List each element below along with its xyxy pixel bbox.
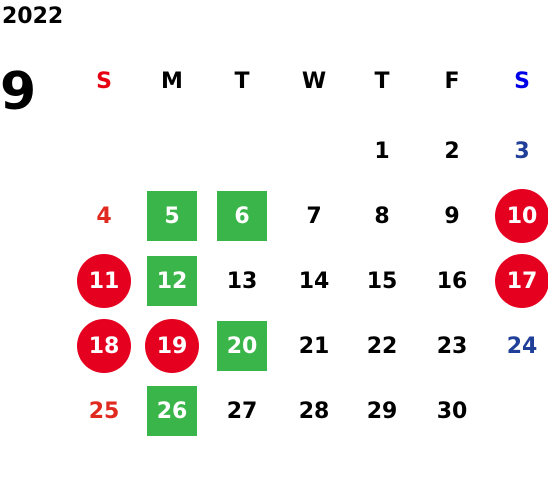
year-label: 2022	[2, 4, 64, 29]
day-number: 28	[298, 398, 330, 424]
day-number: 23	[436, 333, 468, 359]
day-number: 2	[444, 138, 460, 164]
month-label: 9	[0, 62, 37, 122]
day-number: 24	[506, 333, 538, 359]
day-cell-7: 7	[284, 191, 344, 241]
day-number: 7	[306, 203, 322, 229]
day-cell-8: 8	[352, 191, 412, 241]
day-cell-22: 22	[352, 321, 412, 371]
day-cell-14: 14	[284, 256, 344, 306]
weekday-label: F	[444, 68, 460, 94]
day-cell-13: 13	[212, 256, 272, 306]
day-number: 21	[298, 333, 330, 359]
day-cell-21: 21	[284, 321, 344, 371]
day-cell-2: 2	[422, 126, 482, 176]
green-marked-day: 20	[217, 321, 267, 371]
red-marked-day: 11	[77, 254, 131, 308]
day-cell-9: 9	[422, 191, 482, 241]
day-cell-19: 19	[142, 319, 202, 373]
day-cell-17: 17	[492, 254, 548, 308]
day-cell-4: 4	[74, 191, 134, 241]
day-cell-26: 26	[142, 386, 202, 436]
day-cell-30: 30	[422, 386, 482, 436]
weekday-label: M	[161, 68, 183, 94]
day-cell-10: 10	[492, 189, 548, 243]
green-marked-day: 12	[147, 256, 197, 306]
day-number: 25	[88, 398, 120, 424]
empty-cell	[284, 126, 344, 176]
day-number: 22	[366, 333, 398, 359]
red-marked-day: 19	[145, 319, 199, 373]
day-cell-27: 27	[212, 386, 272, 436]
day-number: 27	[226, 398, 258, 424]
day-cell-3: 3	[492, 126, 548, 176]
weekday-label: S	[96, 68, 112, 94]
day-cell-6: 6	[212, 191, 272, 241]
day-number: 8	[374, 203, 390, 229]
day-cell-18: 18	[74, 319, 134, 373]
day-number: 16	[436, 268, 468, 294]
weekday-label: T	[374, 68, 390, 94]
day-cell-23: 23	[422, 321, 482, 371]
day-cell-25: 25	[74, 386, 134, 436]
empty-cell	[142, 126, 202, 176]
empty-cell	[212, 126, 272, 176]
red-marked-day: 17	[495, 254, 548, 308]
empty-cell	[492, 386, 548, 436]
green-marked-day: 6	[217, 191, 267, 241]
day-cell-29: 29	[352, 386, 412, 436]
weekday-label: S	[514, 68, 530, 94]
green-marked-day: 5	[147, 191, 197, 241]
day-cell-28: 28	[284, 386, 344, 436]
day-number: 1	[374, 138, 390, 164]
day-number: 30	[436, 398, 468, 424]
day-number: 9	[444, 203, 460, 229]
day-cell-1: 1	[352, 126, 412, 176]
green-marked-day: 26	[147, 386, 197, 436]
day-number: 13	[226, 268, 258, 294]
day-number: 29	[366, 398, 398, 424]
day-cell-12: 12	[142, 256, 202, 306]
weekday-label: W	[301, 68, 327, 94]
day-number: 4	[96, 203, 112, 229]
day-cell-5: 5	[142, 191, 202, 241]
day-cell-16: 16	[422, 256, 482, 306]
day-number: 15	[366, 268, 398, 294]
day-number: 14	[298, 268, 330, 294]
weekday-label: T	[234, 68, 250, 94]
day-cell-15: 15	[352, 256, 412, 306]
day-cell-11: 11	[74, 254, 134, 308]
empty-cell	[74, 126, 134, 176]
day-cell-24: 24	[492, 321, 548, 371]
red-marked-day: 18	[77, 319, 131, 373]
day-cell-20: 20	[212, 321, 272, 371]
red-marked-day: 10	[495, 189, 548, 243]
day-number: 3	[514, 138, 530, 164]
